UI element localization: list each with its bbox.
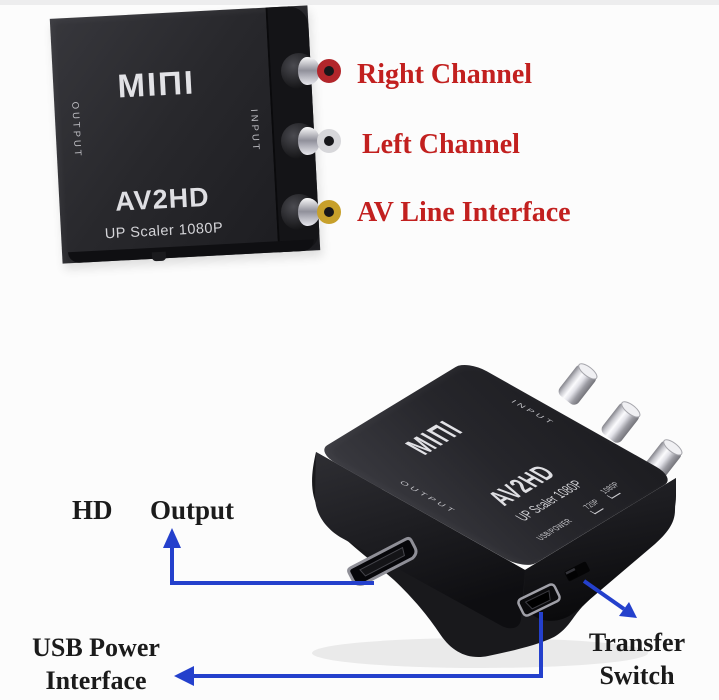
hd-output-arrow <box>163 528 374 585</box>
rca-jack-right-channel <box>281 51 343 91</box>
usb-power-interface-label: USB Power Interface <box>15 631 177 697</box>
rca-yellow-ring <box>317 200 341 224</box>
usb-power-port-label: USB/POWER <box>533 516 576 542</box>
usb-power-line2: Interface <box>45 666 147 695</box>
brand-logo: MIΠI <box>397 416 472 460</box>
left-channel-label: Left Channel <box>362 129 520 160</box>
rca-barrel <box>298 127 320 155</box>
brand-logo: MIΠI <box>116 63 197 105</box>
model-label: AV2HD <box>114 181 211 217</box>
rca-white-ring <box>317 129 341 153</box>
transfer-line1: Transfer <box>588 628 686 657</box>
output-label: Output <box>150 495 235 525</box>
usb-port <box>517 583 561 617</box>
hdmi-port <box>347 536 418 586</box>
input-side-label: INPUT <box>509 398 558 427</box>
input-side-label: INPUT <box>248 108 262 153</box>
usb-power-line1: USB Power <box>32 633 160 662</box>
power-nub <box>151 251 167 262</box>
converter-iso-top-face: MIΠI OUTPUT INPUT AV2HD UP Scaler 1080P … <box>316 360 676 570</box>
rca-jack-left-channel <box>281 121 343 161</box>
rca-connector-1 <box>558 363 598 405</box>
usb-power-arrow <box>174 612 543 686</box>
resolution-switch <box>564 561 590 582</box>
output-side-label: OUTPUT <box>397 479 460 515</box>
rca-red-ring <box>317 59 341 83</box>
transfer-switch-label: Transfer Switch <box>558 626 716 692</box>
output-side-label: OUTPUT <box>69 101 84 159</box>
rca-barrel <box>298 57 320 85</box>
transfer-switch-arrow <box>582 579 637 618</box>
av-line-interface-label: AV Line Interface <box>357 197 571 228</box>
device-bottom-edge <box>68 239 315 264</box>
image-top-border <box>0 0 719 5</box>
rca-jack-video <box>281 192 343 232</box>
scaler-label: UP Scaler 1080P <box>104 220 224 243</box>
right-channel-label: Right Channel <box>357 59 533 90</box>
rca-barrel <box>298 198 320 226</box>
transfer-line2: Switch <box>599 661 675 690</box>
hd-label: HD <box>72 495 113 525</box>
converter-front-view: MIΠI OUTPUT INPUT AV2HD UP Scaler 1080P <box>49 5 321 264</box>
